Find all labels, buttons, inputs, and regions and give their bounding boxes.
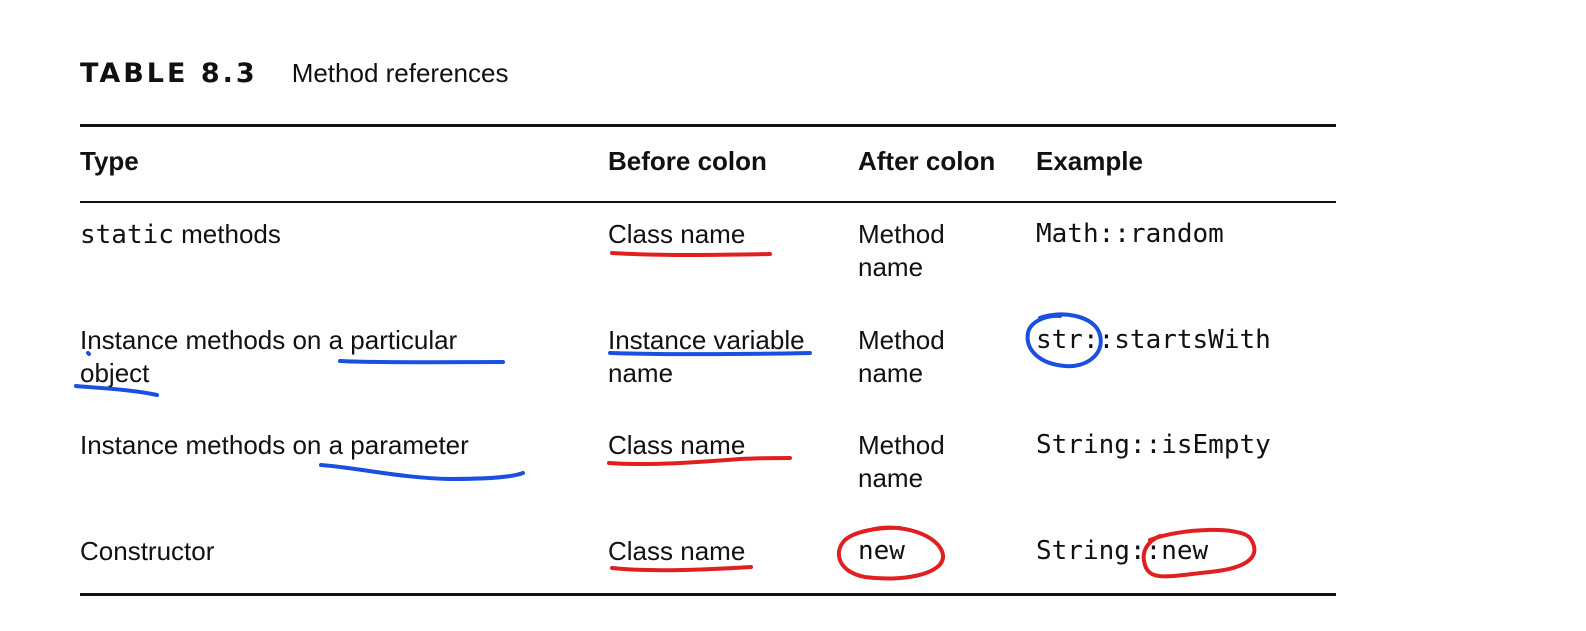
blue-underline-parameter bbox=[319, 463, 525, 481]
row3-type: Instance methods on a parameter bbox=[80, 430, 469, 460]
row2-example: str::startsWith bbox=[1036, 325, 1271, 355]
row4-type: Constructor bbox=[80, 536, 215, 566]
table-number: TABLE 8.3 bbox=[80, 58, 258, 89]
row1-after-colon-line2: name bbox=[858, 252, 924, 282]
table-header-rule bbox=[80, 201, 1336, 203]
table-bottom-rule bbox=[80, 593, 1336, 596]
table-caption: TABLE 8.3 Method references bbox=[80, 58, 508, 94]
table-top-rule bbox=[80, 124, 1336, 127]
row3-before-colon: Class name bbox=[608, 430, 746, 460]
row1-before-colon: Class name bbox=[608, 219, 746, 249]
row2-type-line1: Instance methods on a particular bbox=[80, 325, 458, 355]
row2-type-line2: object bbox=[80, 358, 150, 388]
row3-example: String::isEmpty bbox=[1036, 430, 1271, 460]
row4-before-colon: Class name bbox=[608, 536, 746, 566]
row3-after-colon-line2: name bbox=[858, 463, 924, 493]
header-example: Example bbox=[1036, 146, 1143, 176]
row2-before-colon-line2: name bbox=[608, 358, 674, 388]
row1-type-text: methods bbox=[173, 219, 281, 249]
row4-after-colon: new bbox=[858, 536, 905, 566]
row2-after-colon-line1: Method bbox=[858, 325, 945, 355]
row3-after-colon-line1: Method bbox=[858, 430, 945, 460]
table-title: Method references bbox=[291, 58, 509, 88]
row2-before-colon-line1: Instance variable bbox=[608, 325, 805, 355]
header-before-colon: Before colon bbox=[608, 146, 767, 176]
header-type: Type bbox=[80, 146, 139, 176]
row2-after-colon-line2: name bbox=[858, 358, 924, 388]
red-underline-row1 bbox=[610, 251, 772, 257]
row1-after-colon-line1: Method bbox=[858, 219, 945, 249]
header-after-colon: After colon bbox=[858, 146, 996, 176]
row1-type-code: static bbox=[80, 220, 174, 250]
row4-example: String::new bbox=[1036, 536, 1209, 566]
row1-type: static methods bbox=[80, 218, 281, 252]
row1-example: Math::random bbox=[1036, 219, 1224, 249]
